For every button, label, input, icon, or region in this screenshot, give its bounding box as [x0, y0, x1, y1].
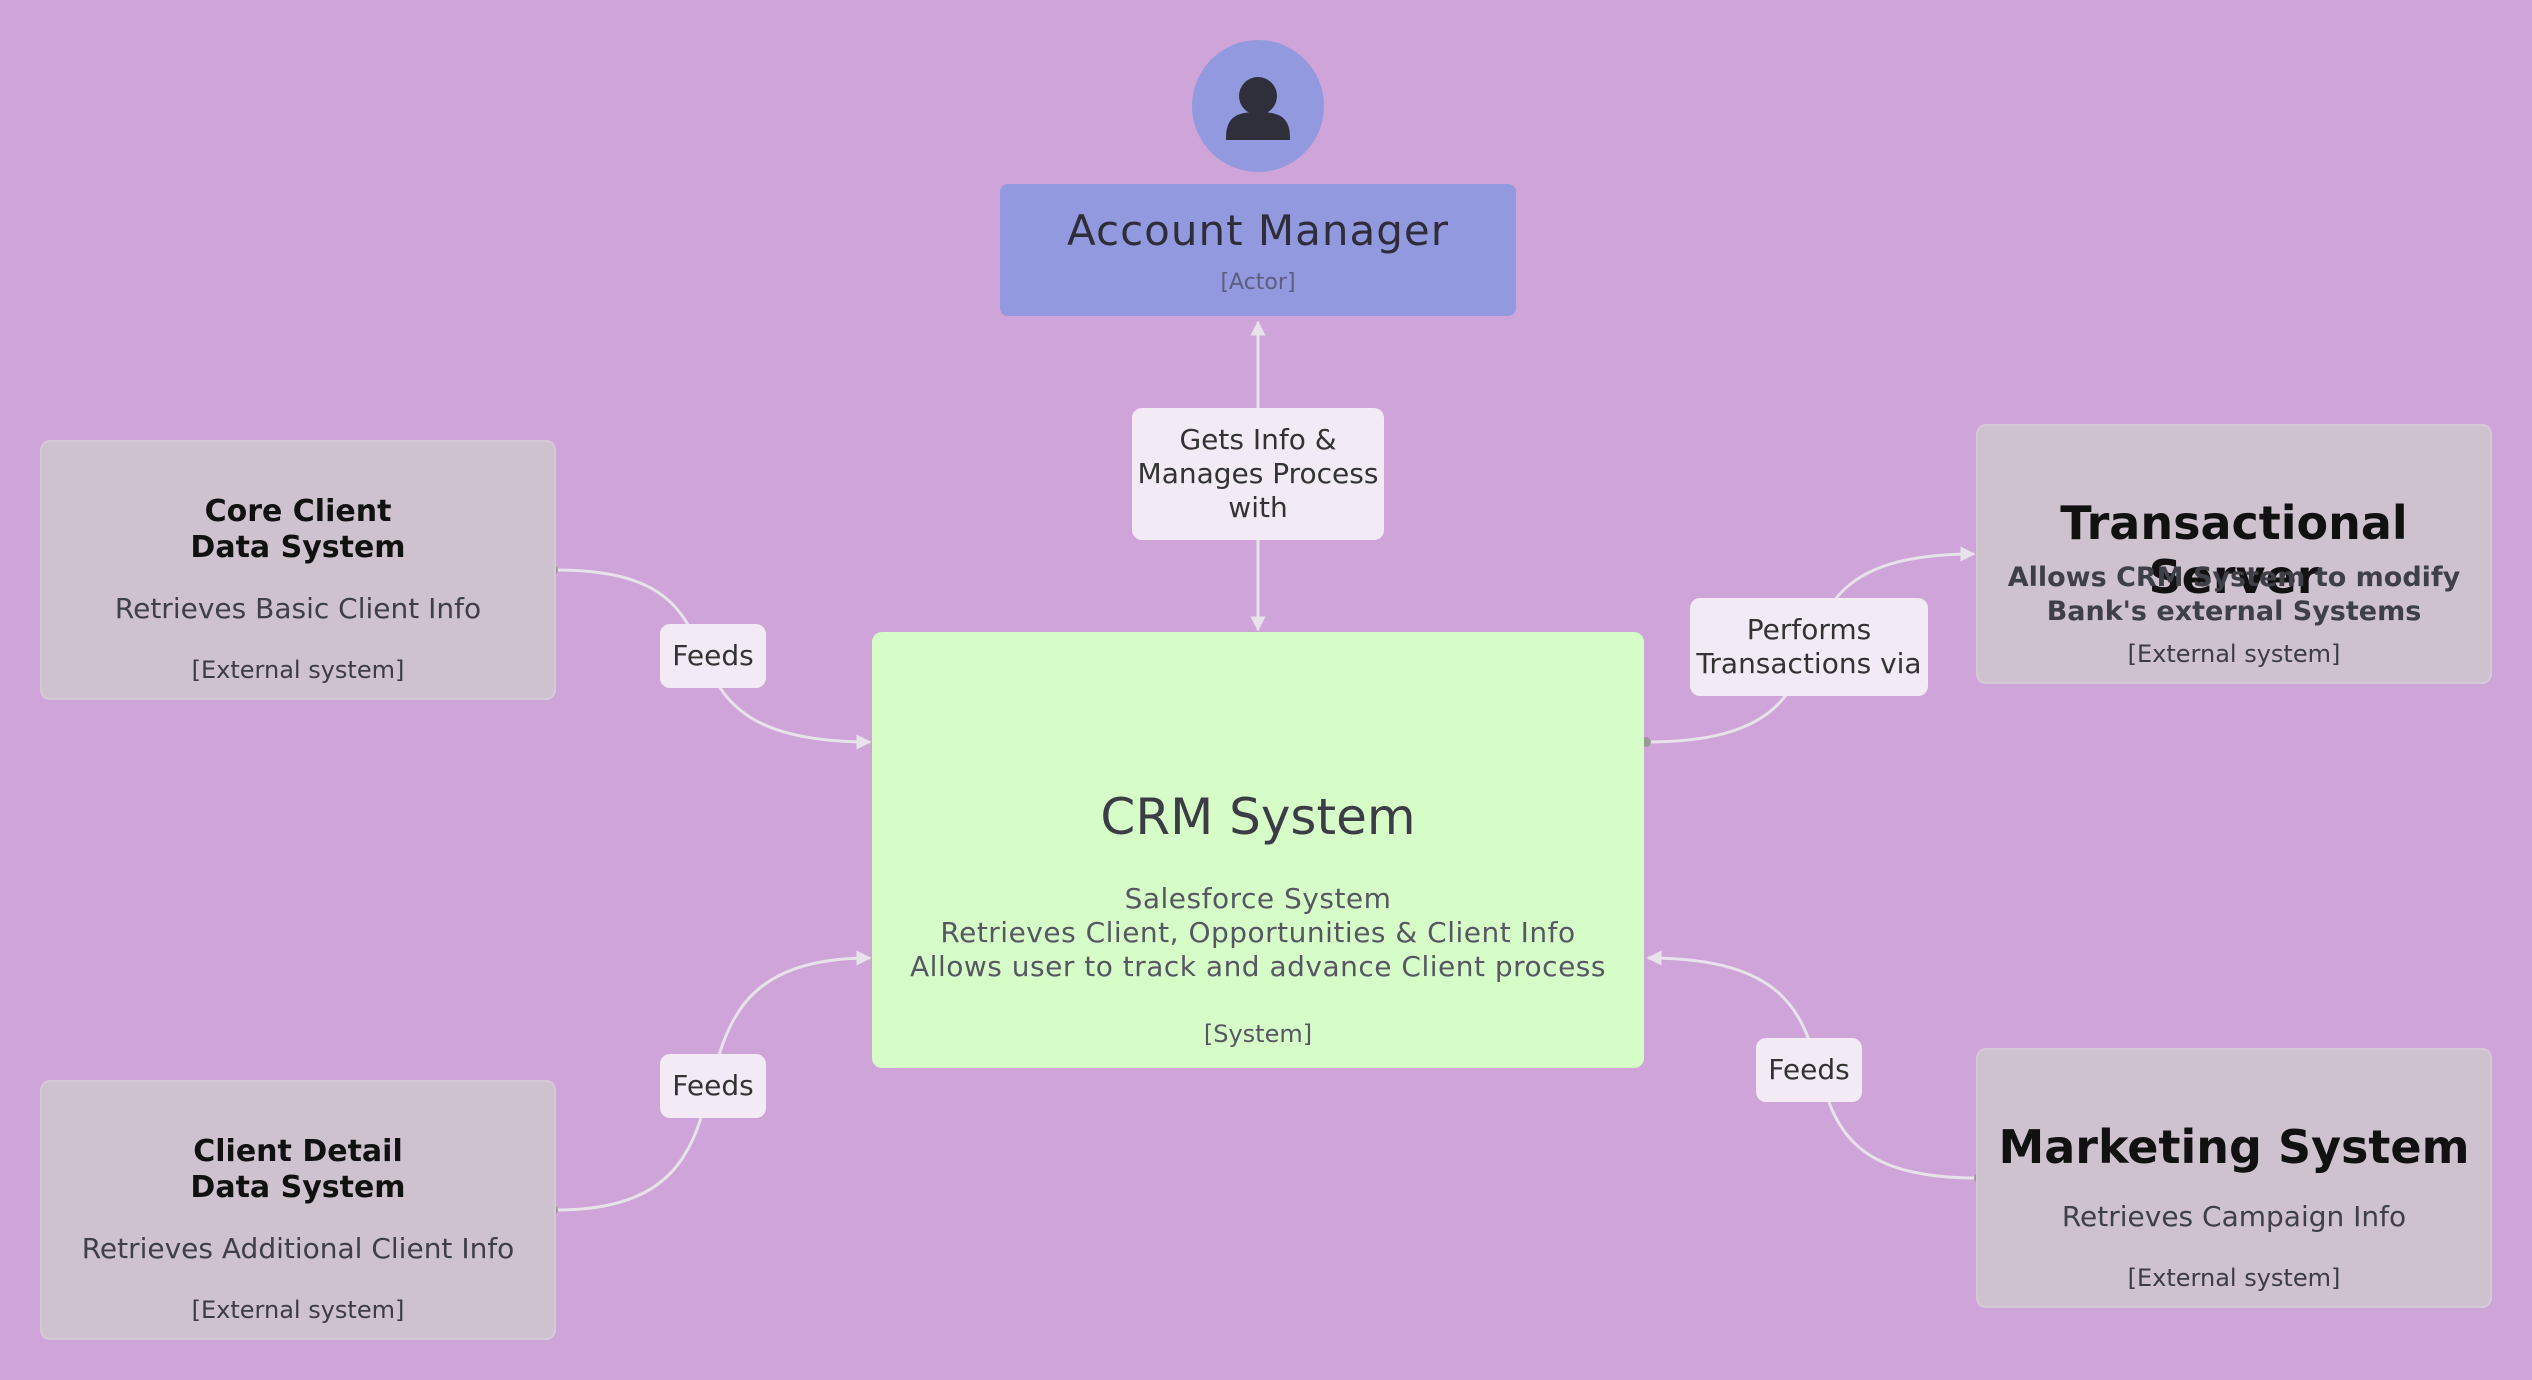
account-manager-node[interactable]: Account Manager [Actor] — [1000, 184, 1516, 316]
marketing-system-node[interactable]: Marketing System Retrieves Campaign Info… — [1976, 1048, 2492, 1308]
edge-label-marketing-feeds: Feeds — [1756, 1038, 1862, 1102]
edge-label-transactions: Performs Transactions via — [1690, 598, 1928, 696]
edge-label-detail-feeds: Feeds — [660, 1054, 766, 1118]
actor-name: Account Manager — [1066, 206, 1450, 255]
crm-description-3: Allows user to track and advance Client … — [910, 950, 1606, 983]
marketing-tag: [External system] — [2127, 1264, 2341, 1292]
transactional-description-2: Bank's external Systems — [2046, 596, 2422, 627]
client-detail-tag: [External system] — [191, 1296, 405, 1324]
crm-system-node[interactable]: CRM System Salesforce System Retrieves C… — [872, 632, 1644, 1068]
edge-label-core-feeds: Feeds — [660, 624, 766, 688]
crm-tag: [System] — [1203, 1020, 1313, 1048]
core-client-tag: [External system] — [191, 656, 405, 684]
transactional-description-1: Allows CRM System to modify — [2007, 562, 2461, 593]
client-detail-description: Retrieves Additional Client Info — [81, 1232, 515, 1265]
edge-label-actor-line-2: Manages Process — [1137, 457, 1379, 490]
core-client-data-system-node[interactable]: Core Client Data System Retrieves Basic … — [40, 440, 556, 700]
marketing-title: Marketing System — [1998, 1120, 2470, 1174]
client-detail-data-system-node[interactable]: Client Detail Data System Retrieves Addi… — [40, 1080, 556, 1340]
marketing-description: Retrieves Campaign Info — [2061, 1200, 2407, 1233]
edge-label-detail-feeds-text: Feeds — [672, 1069, 754, 1102]
core-client-description: Retrieves Basic Client Info — [114, 592, 482, 625]
edge-label-core-feeds-text: Feeds — [672, 639, 754, 672]
crm-name: CRM System — [1100, 788, 1416, 846]
edge-label-transactions-line-2: Transactions via — [1696, 647, 1922, 680]
edge-label-marketing-feeds-text: Feeds — [1768, 1053, 1850, 1086]
core-client-title-2: Data System — [190, 530, 406, 565]
edge-label-transactions-line-1: Performs — [1746, 613, 1872, 646]
account-manager-avatar[interactable] — [1192, 40, 1324, 172]
transactional-title: Transactional Server — [2060, 496, 2408, 604]
person-icon — [1226, 77, 1290, 140]
edge-label-actor-line-3: with — [1228, 491, 1288, 524]
edge-label-actor: Gets Info & Manages Process with — [1132, 408, 1384, 540]
transactional-tag: [External system] — [2127, 640, 2341, 668]
client-detail-title-1: Client Detail — [193, 1134, 403, 1169]
crm-description-2: Retrieves Client, Opportunities & Client… — [940, 916, 1576, 949]
crm-description-1: Salesforce System — [1124, 882, 1392, 915]
core-client-title-1: Core Client — [204, 494, 392, 529]
actor-tag: [Actor] — [1220, 270, 1296, 295]
edge-label-actor-line-1: Gets Info & — [1179, 423, 1337, 456]
transactional-server-node[interactable]: Transactional Server Allows CRM System t… — [1976, 424, 2492, 684]
client-detail-title-2: Data System — [190, 1170, 406, 1205]
